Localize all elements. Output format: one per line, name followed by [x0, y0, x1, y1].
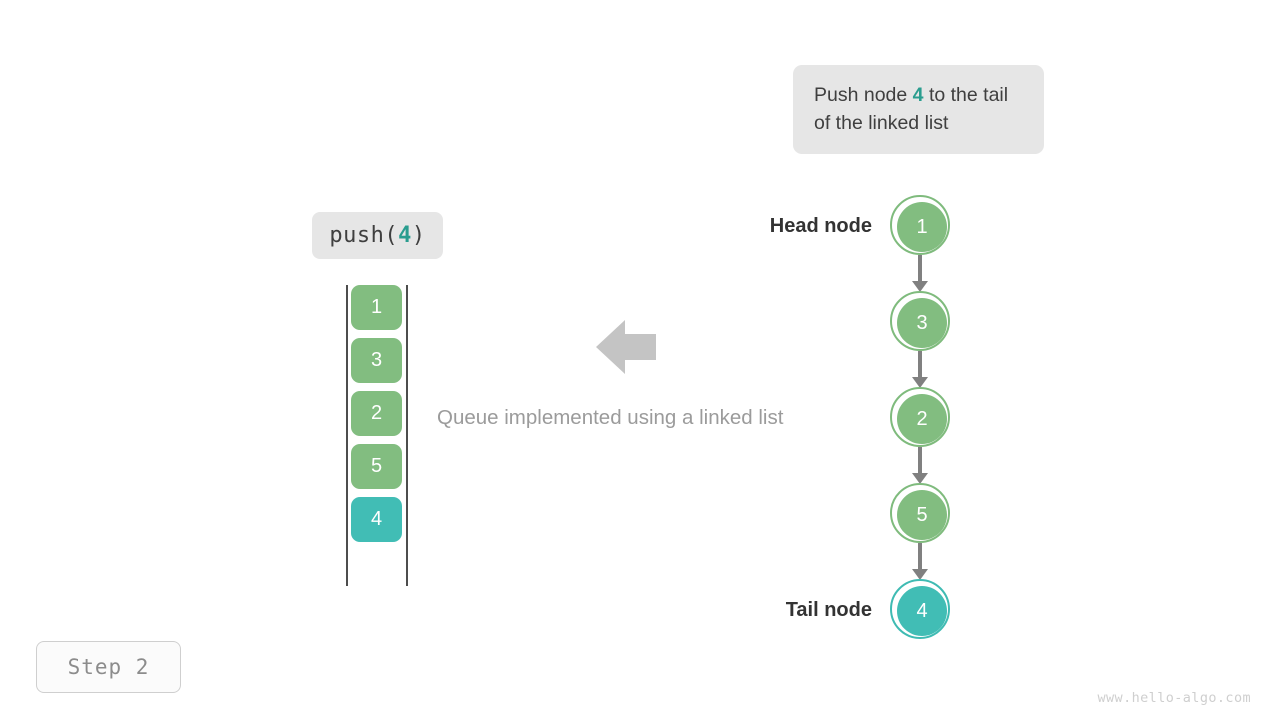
node-body: 2 [897, 394, 947, 444]
node-body: 1 [897, 202, 947, 252]
linked-list-node: 3 [890, 291, 950, 351]
callout-text-before: Push node [814, 84, 913, 106]
watermark: www.hello-algo.com [1097, 690, 1251, 706]
node-body: 3 [897, 298, 947, 348]
linked-list-node: 4 [890, 579, 950, 639]
callout-highlight-value: 4 [912, 84, 924, 106]
push-operation-label: push(4) [312, 212, 443, 259]
node-connector-arrowhead [912, 473, 928, 484]
queue-rail-left [346, 285, 348, 586]
linked-list-node: 5 [890, 483, 950, 543]
queue-rail-right [406, 285, 408, 586]
node-connector-line [918, 447, 922, 474]
linked-list-container: Head node Tail node 1 3 2 5 4 [740, 180, 1000, 650]
push-argument: 4 [398, 223, 412, 248]
node-connector-arrowhead [912, 281, 928, 292]
node-connector-line [918, 255, 922, 282]
queue-cell: 4 [351, 497, 402, 542]
node-connector-arrowhead [912, 377, 928, 388]
push-suffix: ) [411, 223, 426, 248]
node-value: 5 [916, 503, 928, 526]
linked-list-node: 1 [890, 195, 950, 255]
queue-cell-value: 5 [370, 455, 383, 477]
step-badge: Step 2 [36, 641, 181, 693]
linked-list-node: 2 [890, 387, 950, 447]
node-body: 5 [897, 490, 947, 540]
diagram-caption: Queue implemented using a linked list [437, 406, 784, 429]
queue-cell: 2 [351, 391, 402, 436]
queue-container: 1 3 2 5 4 [345, 285, 409, 586]
node-value: 4 [916, 599, 928, 622]
arrow-left-icon [596, 318, 656, 376]
queue-cell: 3 [351, 338, 402, 383]
node-connector-line [918, 543, 922, 570]
queue-cell-value: 3 [370, 349, 383, 371]
node-value: 1 [916, 215, 928, 238]
head-node-label: Head node [769, 215, 872, 237]
node-value: 3 [916, 311, 928, 334]
node-body: 4 [897, 586, 947, 636]
push-prefix: push( [329, 223, 399, 248]
queue-cell: 1 [351, 285, 402, 330]
callout-text-after: to the tail of the linked list [814, 84, 1009, 134]
queue-cell-value: 1 [370, 296, 383, 318]
queue-cell: 5 [351, 444, 402, 489]
tail-node-label: Tail node [785, 599, 872, 621]
node-connector-arrowhead [912, 569, 928, 580]
node-value: 2 [916, 407, 928, 430]
queue-cell-value: 4 [370, 508, 383, 530]
queue-cell-value: 2 [370, 402, 383, 424]
callout-box: Push node 4 to the tail of the linked li… [793, 65, 1044, 155]
node-connector-line [918, 351, 922, 378]
